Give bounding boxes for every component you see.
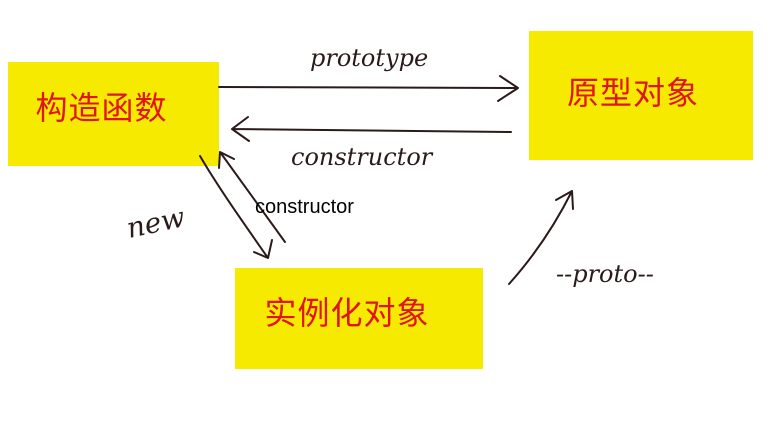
instance-constructor-edge-label: constructor — [255, 196, 354, 218]
new-edge-label: new — [124, 200, 188, 244]
proto-arrow — [508, 190, 574, 285]
constructor-back-edge-label: constructor — [291, 143, 434, 171]
prototype-object-label: 原型对象 — [566, 73, 699, 112]
constructor-function-label: 构造函数 — [35, 89, 168, 127]
instance-object-label: 实例化对象 — [264, 293, 430, 332]
constructor-back-arrow — [231, 116, 512, 142]
prototype-object-node: 原型对象 — [529, 31, 753, 160]
constructor-function-node: 构造函数 — [8, 62, 219, 166]
prototype-arrow — [218, 75, 519, 102]
new-arrow — [199, 155, 273, 259]
proto-edge-label: --proto-- — [556, 260, 654, 288]
instance-object-node: 实例化对象 — [235, 268, 483, 369]
instance-constructor-arrow — [218, 151, 286, 243]
prototype-edge-label: prototype — [310, 44, 428, 72]
